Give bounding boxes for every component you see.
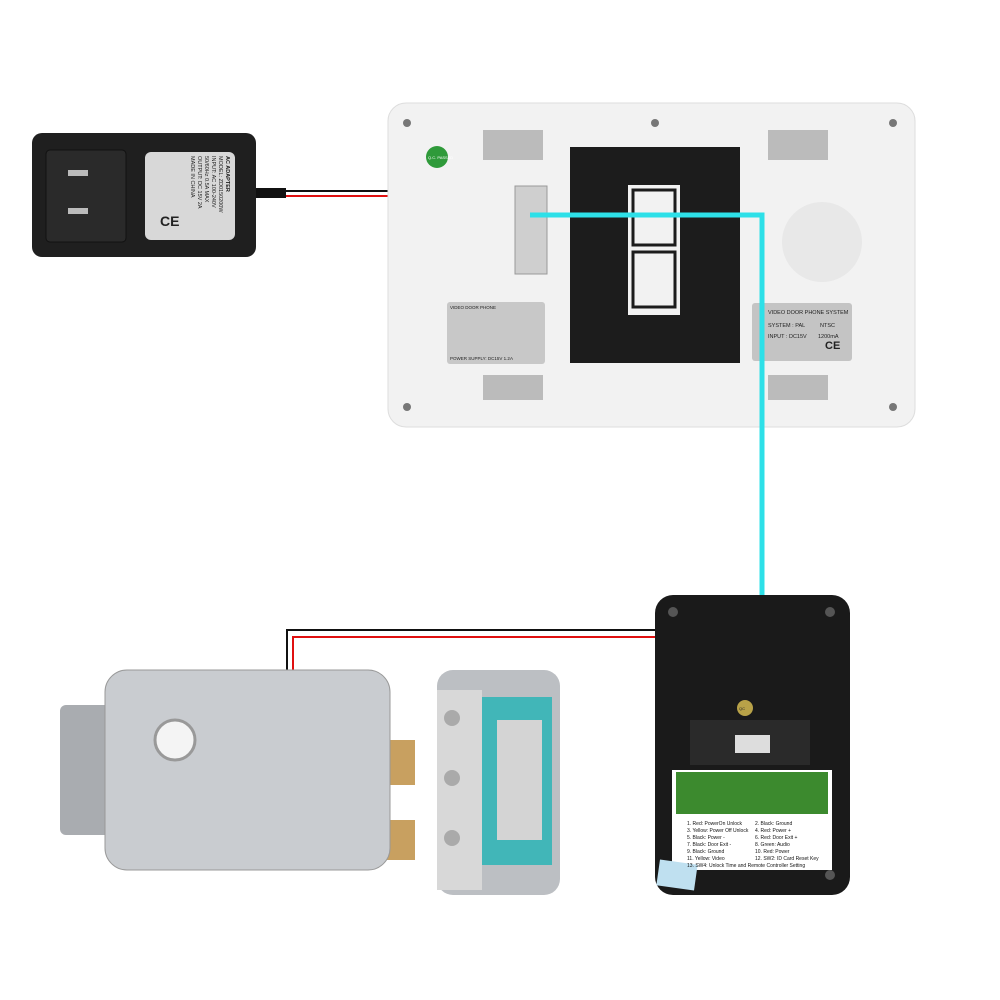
electric-lock	[60, 669, 415, 871]
spec-ntsc: NTSC	[820, 323, 835, 329]
adapter-model: MODEL: ZD0150200W	[217, 156, 223, 213]
adapter-freq: 50/60Hz 0.5A MAX	[203, 156, 209, 203]
legend-item: 11. Yellow: Video	[687, 856, 725, 862]
spec-input: INPUT : DC15V	[768, 334, 807, 340]
adapter-input: INPUT: AC 100-240V	[210, 156, 216, 208]
qc-sticker-icon	[426, 146, 448, 168]
adapter-title: AC ADAPTER	[224, 156, 230, 192]
power-adapter	[32, 133, 286, 257]
legend-item: 9. Black: Ground	[687, 849, 725, 855]
monitor-left-label-footer: POWER SUPPLY: DC15V 1.2A	[450, 356, 513, 361]
legend-item: 8. Green: Audio	[755, 842, 790, 848]
spec-ce-mark: CE	[825, 340, 841, 352]
monitor-qc-badge: Q.C. PASSED	[428, 155, 454, 160]
legend-item: 10. Red: Power	[755, 849, 790, 855]
spec-title: VIDEO DOOR PHONE SYSTEM	[768, 310, 849, 316]
legend-item: 3. Yellow: Power Off Unlock	[687, 828, 749, 834]
spec-system: SYSTEM : PAL	[768, 323, 806, 329]
adapter-label: AC ADAPTER MODEL: ZD0150200W INPUT: AC 1…	[188, 156, 230, 236]
adapter-made-in: MADE IN CHINA	[189, 156, 195, 198]
legend-item: 2. Black: Ground	[755, 821, 793, 827]
speaker-grille-icon	[782, 202, 862, 282]
indoor-monitor	[387, 102, 916, 428]
adapter-output: OUTPUT: DC 15V 2A	[196, 156, 202, 209]
outdoor-camera-unit	[655, 595, 850, 895]
outdoor-qc-badge: QC	[739, 706, 745, 711]
spec-current: 1200mA	[818, 334, 839, 340]
legend-item: 5. Black: Power -	[687, 835, 725, 841]
legend-item: 7. Black: Door Exit -	[687, 842, 732, 848]
video-wire	[530, 212, 765, 745]
legend-footer: 13. SW4: Unlock Time and Remote Controll…	[687, 863, 806, 869]
monitor-left-label-title: VIDEO DOOR PHONE	[450, 305, 497, 310]
legend-item: 4. Red: Power +	[755, 828, 791, 834]
legend-item: 6. Red: Door Exit +	[755, 835, 798, 841]
adapter-ce-mark: CE	[160, 213, 180, 229]
connector-block	[514, 185, 548, 275]
legend-item: 12. SW2: ID Card Reset Key	[755, 856, 819, 862]
legend-item: 1. Red: PowerOn Unlock	[687, 821, 743, 827]
strike-plate	[437, 670, 560, 895]
